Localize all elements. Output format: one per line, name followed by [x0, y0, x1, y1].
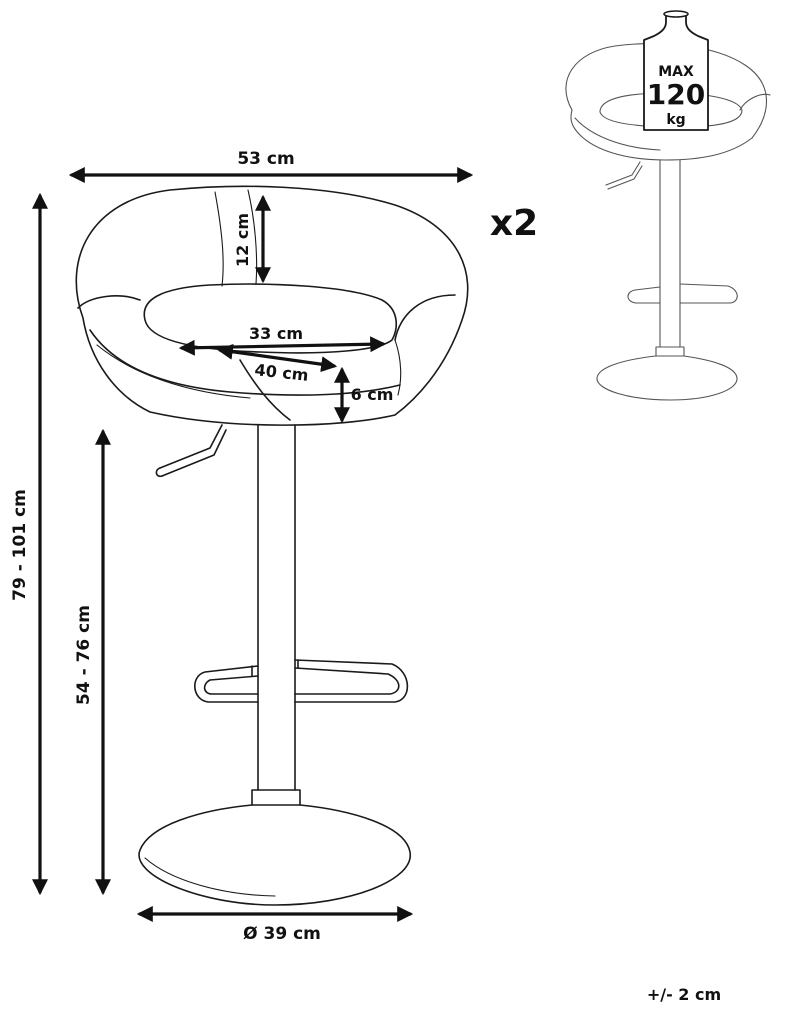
tolerance-label: +/- 2 cm — [647, 985, 721, 1004]
base-plate — [138, 804, 411, 906]
seat-thickness-label: 6 cm — [351, 385, 394, 404]
seat-depth-label: 40 cm — [254, 360, 310, 385]
column — [257, 424, 296, 791]
max-load-value: 120 — [647, 78, 705, 111]
base-diameter-label: Ø 39 cm — [243, 924, 321, 944]
width-label: 53 cm — [237, 149, 294, 169]
seat-cushion — [89, 329, 401, 396]
total-height-label: 79 - 101 cm — [10, 489, 30, 601]
small-stool-drawing: MAX 120 kg — [565, 10, 771, 401]
seat-shell — [75, 185, 469, 426]
quantity-label: x2 — [490, 203, 538, 244]
backrest-height-label: 12 cm — [233, 213, 252, 267]
max-load-unit: kg — [666, 112, 685, 128]
seat-height-label: 54 - 76 cm — [74, 605, 94, 705]
seat-width-label: 33 cm — [249, 324, 303, 343]
footrest-ring — [194, 659, 409, 703]
dimension-lines: 53 cm 79 - 101 cm 54 - 76 cm 12 cm 33 cm… — [10, 149, 474, 944]
main-stool-drawing — [75, 185, 469, 906]
max-load-label: MAX — [658, 64, 694, 80]
weight-icon: MAX 120 kg — [643, 10, 709, 131]
height-lever[interactable] — [159, 424, 227, 477]
